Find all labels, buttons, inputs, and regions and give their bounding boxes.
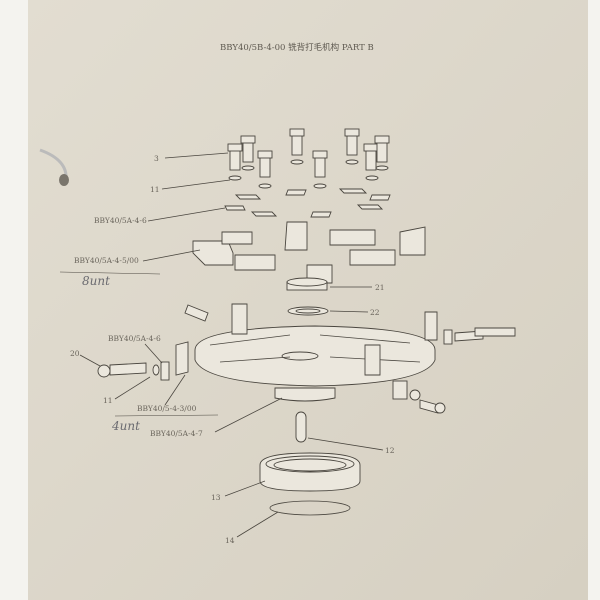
nut-21 xyxy=(286,277,328,291)
label-screw-3: 3 xyxy=(154,154,159,163)
label-nut-21: 21 xyxy=(375,283,385,292)
handwritten-qty-top: 8unt xyxy=(82,274,110,288)
label-knife-holder: BBY40/5A-4-5/00 xyxy=(74,256,139,265)
cutter-disc xyxy=(97,303,516,414)
key-12 xyxy=(295,411,307,443)
screws-group xyxy=(224,128,391,218)
bearing-13 xyxy=(259,452,361,492)
label-disc: BBY40/5A-4-7 xyxy=(150,429,203,438)
handwritten-qty-bottom: 4unt xyxy=(111,419,140,433)
knife-holders xyxy=(192,221,426,284)
label-washer-11-left: 11 xyxy=(103,396,113,405)
label-screw-20: 20 xyxy=(70,349,80,358)
washer-22 xyxy=(287,306,329,316)
label-bearing-13: 13 xyxy=(211,493,221,502)
page-title: BBY40/5B-4-00 铣背打毛机构 PART B xyxy=(220,42,374,53)
label-washer-11-top: 11 xyxy=(150,185,160,194)
label-key-12: 12 xyxy=(385,446,395,455)
label-holder-left: BBY40/5-4-3/00 xyxy=(137,404,197,413)
retaining-ring-14 xyxy=(269,500,351,516)
label-plate-top: BBY40/5A-4-6 xyxy=(94,216,147,225)
leader-lines xyxy=(59,152,384,538)
label-ring-14: 14 xyxy=(225,536,235,545)
label-plate-left: BBY40/5A-4-6 xyxy=(108,334,161,343)
paper-sheet xyxy=(28,0,588,600)
label-washer-22: 22 xyxy=(370,308,380,317)
binder-rings xyxy=(39,148,69,186)
